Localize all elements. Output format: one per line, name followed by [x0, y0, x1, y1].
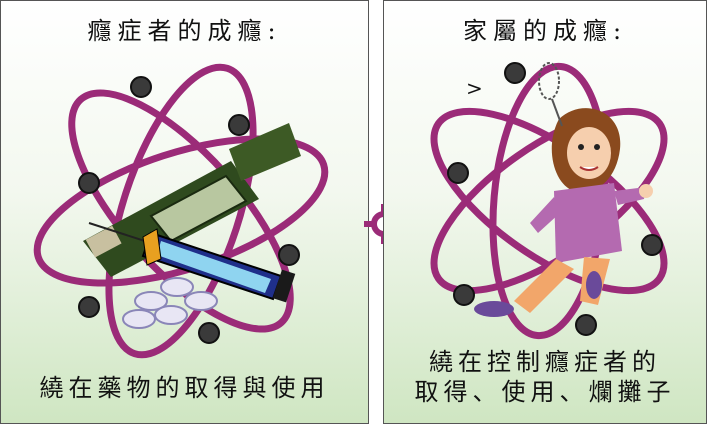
right-panel-title: 家屬的成癮:	[462, 17, 628, 45]
pills-icon	[122, 277, 218, 329]
right-panel-caption-line-1: 繞在控制癮症者的	[429, 348, 661, 376]
right-panel-caption: 繞在控制癮症者的 取得、使用、爛攤子	[384, 347, 706, 407]
bottle-icon	[83, 123, 301, 277]
atom-with-drugs-icon	[33, 63, 329, 359]
family-member-icon	[474, 62, 653, 317]
syringe-icon	[88, 222, 296, 303]
marker-text: >	[466, 76, 483, 100]
right-panel: 家屬的成癮:	[383, 0, 707, 424]
atom-with-family-member-icon	[430, 62, 668, 340]
left-panel: 癮症者的成癮:	[0, 0, 369, 424]
right-panel-caption-line-2: 取得、使用、爛攤子	[414, 378, 676, 406]
left-panel-title: 癮症者的成癮:	[87, 17, 282, 45]
left-panel-caption: 繞在藥物的取得與使用	[39, 374, 330, 402]
